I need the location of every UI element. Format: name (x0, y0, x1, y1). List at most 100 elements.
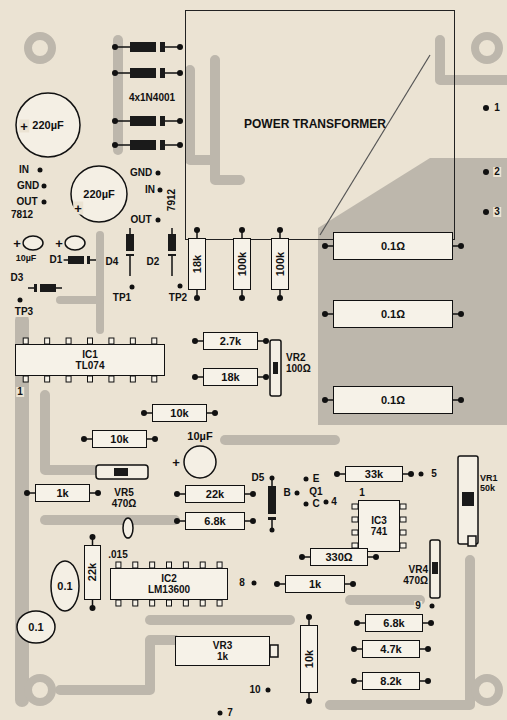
board-label: 5 (430, 469, 438, 479)
diode-band (156, 42, 160, 52)
pad (178, 284, 183, 289)
pad (324, 500, 329, 505)
capacitor-symbol (65, 236, 85, 250)
diode-band (37, 284, 40, 292)
component-value: 220µF (32, 119, 63, 131)
component-value: 470Ω (112, 498, 137, 509)
board-label: IN (144, 185, 156, 195)
trimpot-symbol (430, 540, 440, 598)
resistor-body: 22k (84, 545, 101, 600)
generated-leads (23, 227, 464, 704)
board-label: + (19, 120, 29, 133)
pad (270, 528, 275, 533)
component-value: 33k (365, 468, 383, 480)
pad (458, 397, 464, 403)
capacitor-outline (184, 446, 216, 478)
pad (483, 209, 489, 215)
board-label: 7812 (10, 210, 34, 220)
capacitor-symbol (123, 518, 133, 538)
pad (90, 605, 96, 611)
pad (239, 295, 245, 301)
resistor-body: 10k (300, 625, 318, 693)
ic-package: IC1TL074 (15, 344, 165, 376)
pad (277, 295, 283, 301)
component-value: 330Ω (325, 551, 352, 563)
ic-package: IC3741 (358, 500, 400, 552)
pad (322, 397, 328, 403)
resistor-body: 18k (203, 368, 258, 386)
pad (42, 200, 47, 205)
pad (263, 338, 269, 344)
diode-symbol (130, 42, 165, 52)
board-label: D5 (251, 473, 266, 483)
board-label: D3 (10, 273, 25, 283)
diode-symbol (130, 140, 165, 150)
capacitor-outline (71, 166, 127, 222)
copper-trace (45, 395, 95, 470)
resistor-body: 10k (92, 430, 147, 448)
component-value: 0.1Ω (381, 240, 405, 252)
diode-band (156, 116, 160, 126)
pad (194, 295, 200, 301)
copper-trace (350, 595, 420, 605)
component-value: 50k (480, 484, 495, 494)
pad (250, 491, 256, 497)
transformer-wire (320, 55, 430, 235)
ic-pin (88, 376, 93, 382)
diode-band (156, 140, 160, 150)
pad (270, 476, 275, 481)
copper-trace (60, 296, 100, 304)
pad (152, 436, 158, 442)
board-label: E (312, 474, 321, 484)
copper-trace (15, 320, 29, 700)
board-label: IN (18, 165, 30, 175)
resistor-body: 0.1Ω (333, 232, 453, 260)
pad (425, 678, 431, 684)
resistor-body: 100k (233, 238, 251, 290)
resistor-body: 4.7k (362, 640, 420, 658)
capacitor-outline (183, 445, 217, 479)
capacitor-symbol (23, 236, 43, 250)
pad (322, 311, 328, 317)
board-label: 1 (358, 488, 366, 498)
resistor-body: 22k (185, 485, 245, 503)
diode-symbol (268, 486, 276, 520)
pad (156, 171, 161, 176)
pad (24, 490, 30, 496)
pad (192, 338, 198, 344)
resistor-body: 18k (188, 238, 206, 290)
board-label: 1 (16, 387, 24, 397)
mounting-hole (28, 678, 52, 702)
pad (263, 374, 269, 380)
pad (250, 518, 256, 524)
diode-symbol (130, 68, 165, 78)
ic-pin (116, 600, 121, 606)
component-value: 6.8k (383, 617, 404, 629)
component-value: POWER TRANSFORMER (244, 118, 386, 131)
board-label: TP2 (168, 293, 188, 303)
pad (177, 142, 183, 148)
board-label: 10µF (15, 254, 38, 263)
capacitor-outline (16, 93, 80, 157)
component-value: 22k (206, 488, 224, 500)
pad (274, 581, 280, 587)
diode-band (84, 256, 87, 264)
pad (141, 410, 147, 416)
trimpot-label: VR2100Ω (286, 348, 322, 378)
pad (430, 604, 435, 609)
board-label: GND (129, 168, 153, 178)
pad (458, 311, 464, 317)
component-value: 470Ω (403, 575, 428, 586)
pad (334, 471, 340, 477)
pad (194, 227, 200, 233)
resistor-body: 33k (345, 466, 403, 482)
mounting-hole (28, 36, 52, 60)
ic-pin (400, 530, 406, 535)
board-label: 4 (330, 497, 338, 507)
trimpot-screw (468, 536, 476, 546)
board-label: + (171, 456, 181, 469)
trimpot-wiper (273, 362, 278, 374)
copper-trace (60, 640, 175, 690)
board-label: 7 (226, 708, 234, 718)
pad (112, 118, 118, 124)
